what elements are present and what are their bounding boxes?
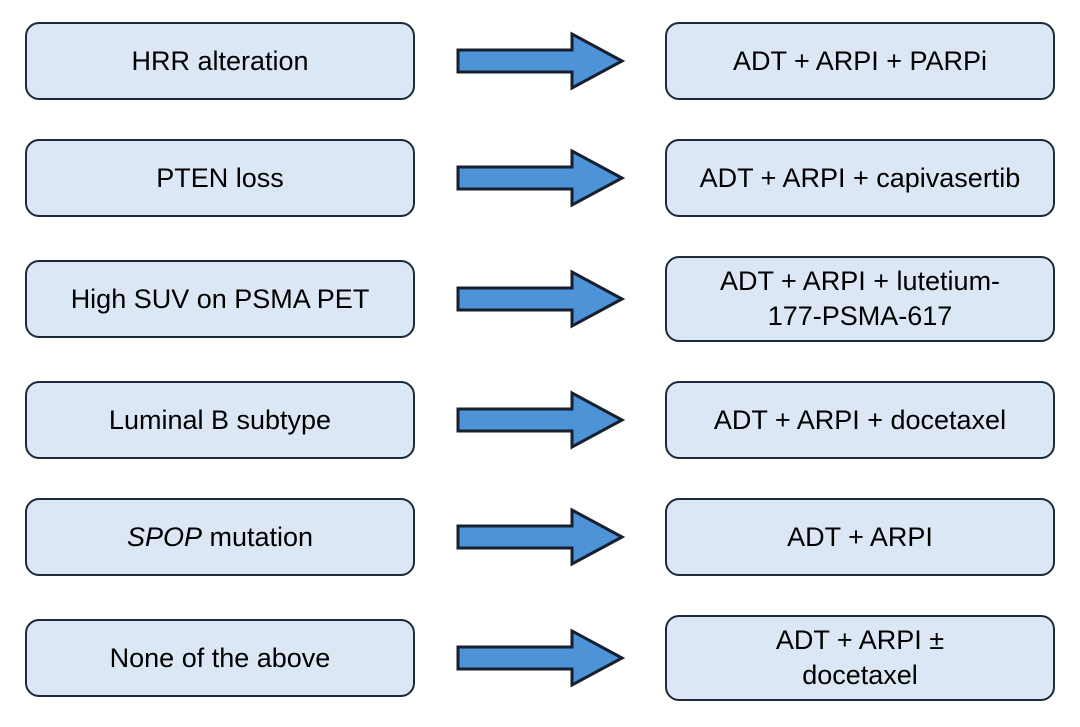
treatment-box: ADT + ARPI + docetaxel [665,381,1055,459]
treatment-box: ADT + ARPI [665,498,1055,576]
condition-label: PTEN loss [156,162,284,193]
diagram-row: None of the above ADT + ARPI ± docetaxel [25,615,1055,701]
diagram-row: Luminal B subtype ADT + ARPI + docetaxel [25,381,1055,459]
treatment-label: ADT + ARPI ± docetaxel [775,625,945,690]
diagram-row: SPOP mutation ADT + ARPI [25,498,1055,576]
treatment-label: ADT + ARPI + capivasertib [699,162,1021,193]
condition-label-rest: mutation [201,521,314,552]
condition-box: HRR alteration [25,22,415,100]
treatment-box: ADT + ARPI + capivasertib [665,139,1055,217]
right-arrow-icon [456,628,625,688]
right-arrow-icon [456,31,625,91]
treatment-box: ADT + ARPI + lutetium- 177-PSMA-617 [665,256,1055,342]
treatment-box: ADT + ARPI + PARPi [665,22,1055,100]
diagram-row: HRR alteration ADT + ARPI + PARPi [25,22,1055,100]
arrow-cell [415,390,665,450]
condition-label: SPOP mutation [127,520,313,555]
arrow-cell [415,148,665,208]
right-arrow-icon [456,507,625,567]
condition-label: Luminal B subtype [108,404,332,435]
arrow-cell [415,31,665,91]
condition-label: HRR alteration [131,45,309,76]
diagram-row: PTEN loss ADT + ARPI + capivasertib [25,139,1055,217]
right-arrow-icon [456,269,625,329]
condition-box: PTEN loss [25,139,415,217]
diagram-row: High SUV on PSMA PET ADT + ARPI + luteti… [25,256,1055,342]
gene-name-italic: SPOP [126,521,202,552]
right-arrow-icon [456,148,625,208]
treatment-label: ADT + ARPI + PARPi [732,45,988,76]
treatment-label: ADT + ARPI + lutetium- 177-PSMA-617 [719,266,1001,331]
condition-box: SPOP mutation [25,498,415,576]
arrow-cell [415,269,665,329]
condition-label: High SUV on PSMA PET [70,283,370,314]
arrow-cell [415,507,665,567]
treatment-box: ADT + ARPI ± docetaxel [665,615,1055,701]
condition-box: None of the above [25,619,415,697]
condition-box: Luminal B subtype [25,381,415,459]
right-arrow-icon [456,390,625,450]
condition-box: High SUV on PSMA PET [25,260,415,338]
treatment-label: ADT + ARPI [787,521,933,552]
condition-label: None of the above [109,642,331,673]
arrow-cell [415,628,665,688]
treatment-label: ADT + ARPI + docetaxel [713,404,1007,435]
